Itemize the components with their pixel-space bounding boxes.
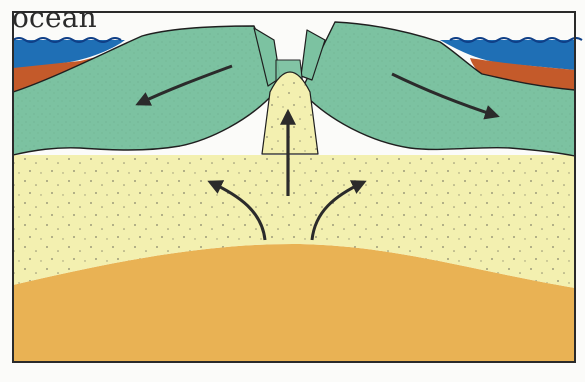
diagram-stage: ocean [0,0,585,382]
seafloor-spreading-diagram [0,0,585,382]
